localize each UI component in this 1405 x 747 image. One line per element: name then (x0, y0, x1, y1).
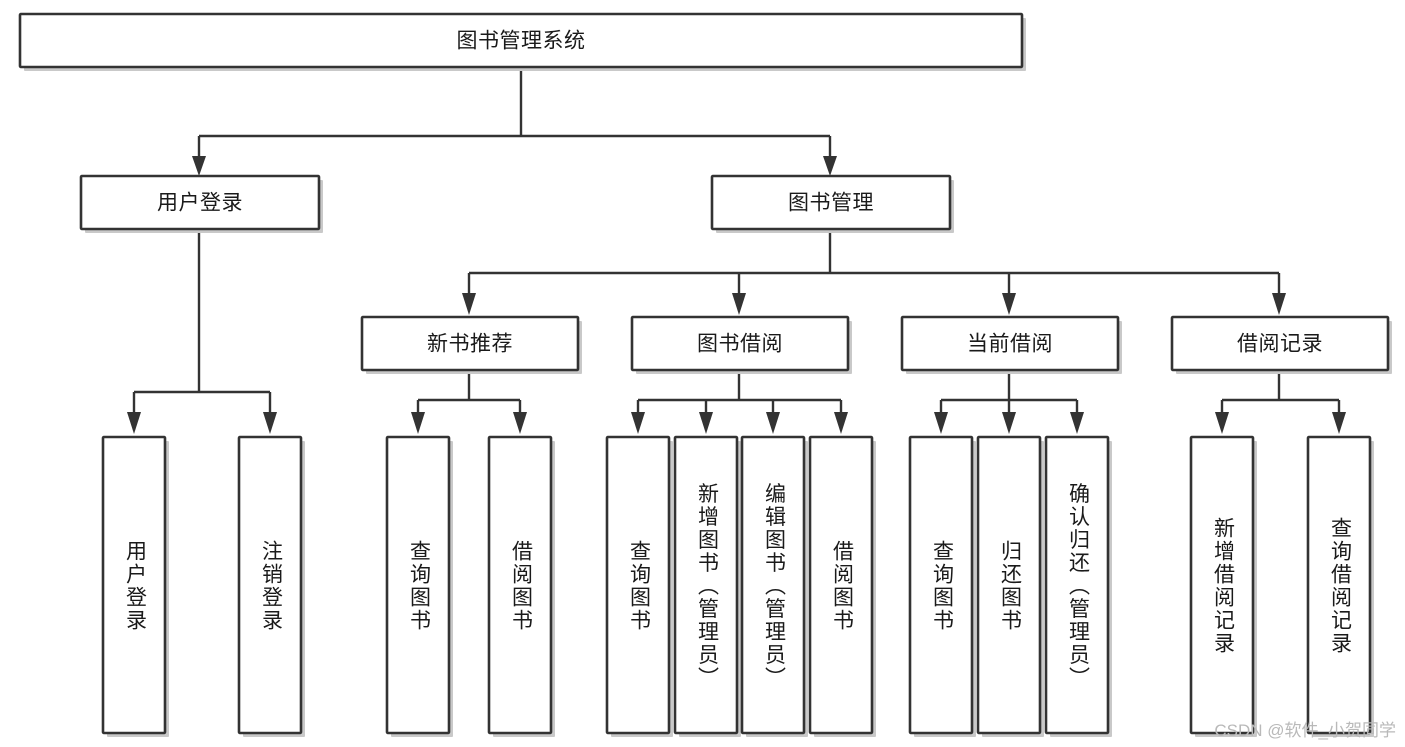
node-leaf-add-record-box[interactable] (1189, 435, 1255, 735)
node-leaf-user-login-label: 用户登录 (123, 540, 147, 632)
node-user-login-label: 用户登录 (157, 192, 243, 215)
node-leaf-edit-book[interactable]: 编辑图书（管理员） (740, 435, 808, 737)
arrowhead-cb-leaf2 (1002, 412, 1016, 434)
node-leaf-borrow-book-1-label: 借阅图书 (509, 540, 533, 632)
node-leaf-edit-book-label: 编辑图书（管理员） (762, 483, 786, 690)
node-leaf-query-book-3-box[interactable] (908, 435, 974, 735)
node-current-borrow-box[interactable] (900, 315, 1120, 372)
node-leaf-borrow-book-1[interactable]: 借阅图书 (487, 435, 555, 737)
arrowhead-new-book-rec (462, 293, 476, 315)
arrowhead-br-leaf2 (1332, 412, 1346, 434)
arrowhead-book-manage (823, 156, 837, 176)
arrowhead-user-login (192, 156, 206, 176)
node-leaf-user-logout-box[interactable] (237, 435, 303, 735)
node-leaf-confirm-return[interactable]: 确认归还（管理员） (1044, 435, 1112, 737)
node-leaf-add-record-label: 新增借阅记录 (1211, 517, 1235, 655)
node-current-borrow[interactable]: 当前借阅 (900, 315, 1122, 374)
node-leaf-query-record-box[interactable] (1306, 435, 1372, 735)
node-leaf-borrow-book-2-label: 借阅图书 (830, 540, 854, 632)
node-book-borrow-label: 图书借阅 (697, 333, 783, 356)
node-borrow-record[interactable]: 借阅记录 (1170, 315, 1392, 374)
node-leaf-query-record[interactable]: 查询借阅记录 (1306, 435, 1374, 737)
arrowhead-cb-leaf1 (934, 412, 948, 434)
node-user-login-box[interactable] (79, 174, 321, 231)
node-borrow-record-box[interactable] (1170, 315, 1390, 372)
arrowhead-br-leaf1 (1215, 412, 1229, 434)
arrowhead-nbr-leaf2 (513, 412, 527, 434)
node-leaf-confirm-return-box[interactable] (1044, 435, 1110, 735)
arrowhead-current-borrow (1002, 293, 1016, 315)
arrowhead-leaf-user-login (127, 412, 141, 434)
node-leaf-edit-book-box[interactable] (740, 435, 806, 735)
node-leaf-return-book-box[interactable] (976, 435, 1042, 735)
node-leaf-query-book-1-label: 查询图书 (407, 540, 431, 632)
arrowhead-nbr-leaf1 (411, 412, 425, 434)
node-root[interactable]: 图书管理系统 (18, 12, 1026, 71)
node-leaf-query-book-2-label: 查询图书 (627, 540, 651, 632)
arrowhead-borrow-record (1272, 293, 1286, 315)
node-leaf-borrow-book-2-box[interactable] (808, 435, 874, 735)
arrowhead-book-borrow (732, 293, 746, 315)
node-leaf-borrow-book-1-box[interactable] (487, 435, 553, 735)
node-new-book-rec[interactable]: 新书推荐 (360, 315, 582, 374)
node-book-borrow[interactable]: 图书借阅 (630, 315, 852, 374)
node-leaf-borrow-book-2[interactable]: 借阅图书 (808, 435, 876, 737)
node-borrow-record-label: 借阅记录 (1237, 333, 1323, 356)
node-leaf-user-logout[interactable]: 注销登录 (237, 435, 305, 737)
arrowhead-leaf-user-logout (263, 412, 277, 434)
node-leaf-confirm-return-label: 确认归还（管理员） (1066, 483, 1090, 690)
node-leaf-user-logout-label: 注销登录 (259, 540, 283, 632)
node-book-manage[interactable]: 图书管理 (710, 174, 954, 233)
node-root-label: 图书管理系统 (457, 30, 586, 53)
node-leaf-query-book-2-box[interactable] (605, 435, 671, 735)
node-current-borrow-label: 当前借阅 (967, 333, 1053, 356)
node-leaf-user-login-box[interactable] (101, 435, 167, 735)
csdn-watermark: CSDN @软件_小贺同学 (1214, 721, 1396, 740)
edge-layer (127, 67, 1346, 434)
arrowhead-bb-leaf2 (699, 412, 713, 434)
node-leaf-query-record-label: 查询借阅记录 (1328, 517, 1352, 655)
node-leaf-return-book[interactable]: 归还图书 (976, 435, 1044, 737)
node-leaf-add-book-label: 新增图书（管理员） (695, 483, 719, 690)
node-leaf-user-login[interactable]: 用户登录 (101, 435, 169, 737)
node-leaf-add-book-box[interactable] (673, 435, 739, 735)
node-leaf-add-book[interactable]: 新增图书（管理员） (673, 435, 741, 737)
node-leaf-query-book-1[interactable]: 查询图书 (385, 435, 453, 737)
node-new-book-rec-label: 新书推荐 (427, 333, 513, 356)
node-new-book-rec-box[interactable] (360, 315, 580, 372)
arrowhead-cb-leaf3 (1070, 412, 1084, 434)
arrowhead-bb-leaf3 (766, 412, 780, 434)
arrowhead-bb-leaf1 (631, 412, 645, 434)
node-leaf-query-book-3[interactable]: 查询图书 (908, 435, 976, 737)
node-user-login[interactable]: 用户登录 (79, 174, 323, 233)
node-book-borrow-box[interactable] (630, 315, 850, 372)
node-book-manage-label: 图书管理 (788, 192, 874, 215)
arrowhead-bb-leaf4 (834, 412, 848, 434)
node-leaf-query-book-1-box[interactable] (385, 435, 451, 735)
node-root-box[interactable] (18, 12, 1024, 69)
node-leaf-query-book-2[interactable]: 查询图书 (605, 435, 673, 737)
node-book-manage-box[interactable] (710, 174, 952, 231)
node-leaf-query-book-3-label: 查询图书 (930, 540, 954, 632)
node-leaf-return-book-label: 归还图书 (998, 540, 1022, 632)
node-leaf-add-record[interactable]: 新增借阅记录 (1189, 435, 1257, 737)
